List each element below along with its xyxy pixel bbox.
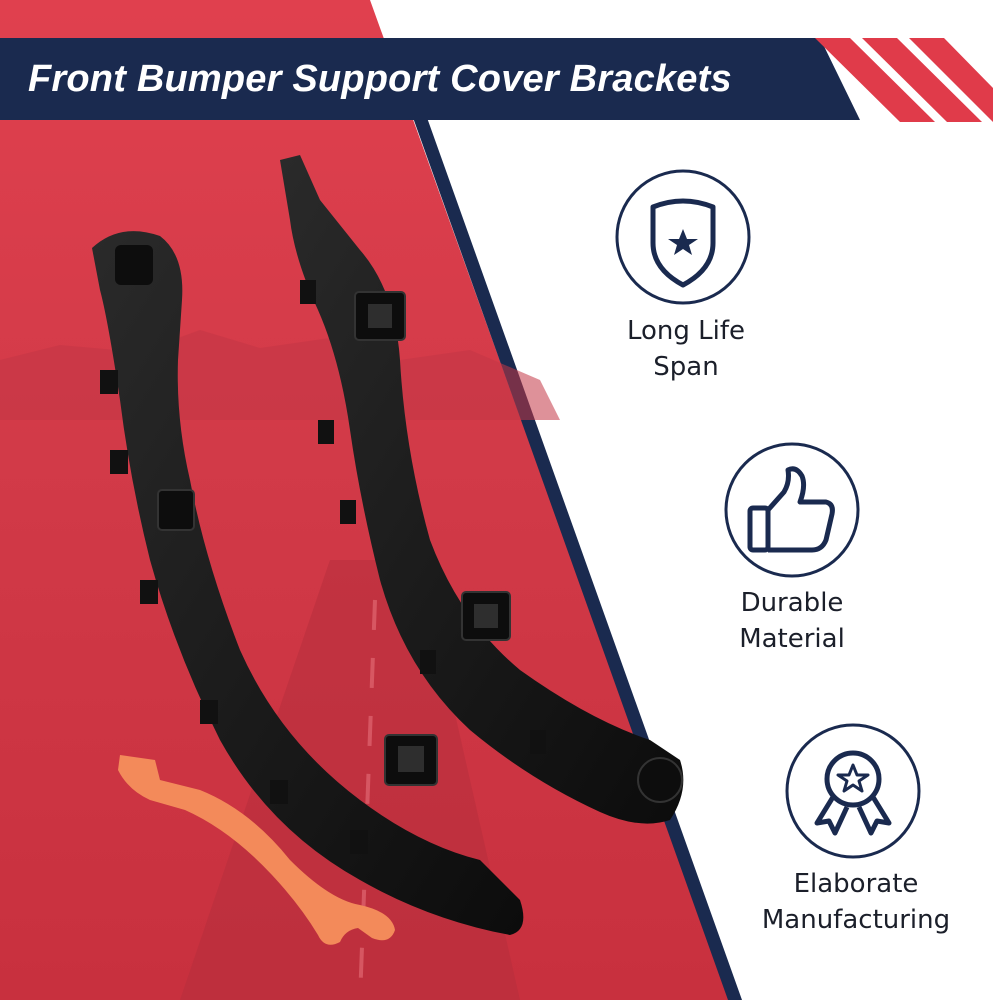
feature-label: Long Life Span [626, 316, 746, 382]
feature-elaborate: Elaborate Manufacturing [726, 866, 986, 938]
feature-durable: Durable Material [662, 585, 922, 657]
orange-pry-tool [118, 755, 395, 945]
left-bracket [92, 231, 524, 936]
award-ribbon-icon [785, 723, 921, 859]
accent-stripe-3 [909, 38, 993, 122]
feature-label: Durable Material [739, 588, 845, 654]
thumbs-up-icon [724, 442, 860, 578]
shield-star-icon [615, 169, 751, 305]
feature-label: Elaborate Manufacturing [761, 869, 951, 935]
accent-stripe-1 [815, 38, 935, 122]
banner-title: Front Bumper Support Cover Brackets [28, 58, 732, 100]
feature-long-life: Long Life Span [556, 313, 816, 385]
title-banner [0, 38, 860, 120]
right-bracket [280, 155, 684, 824]
accent-stripe-2 [862, 38, 982, 122]
